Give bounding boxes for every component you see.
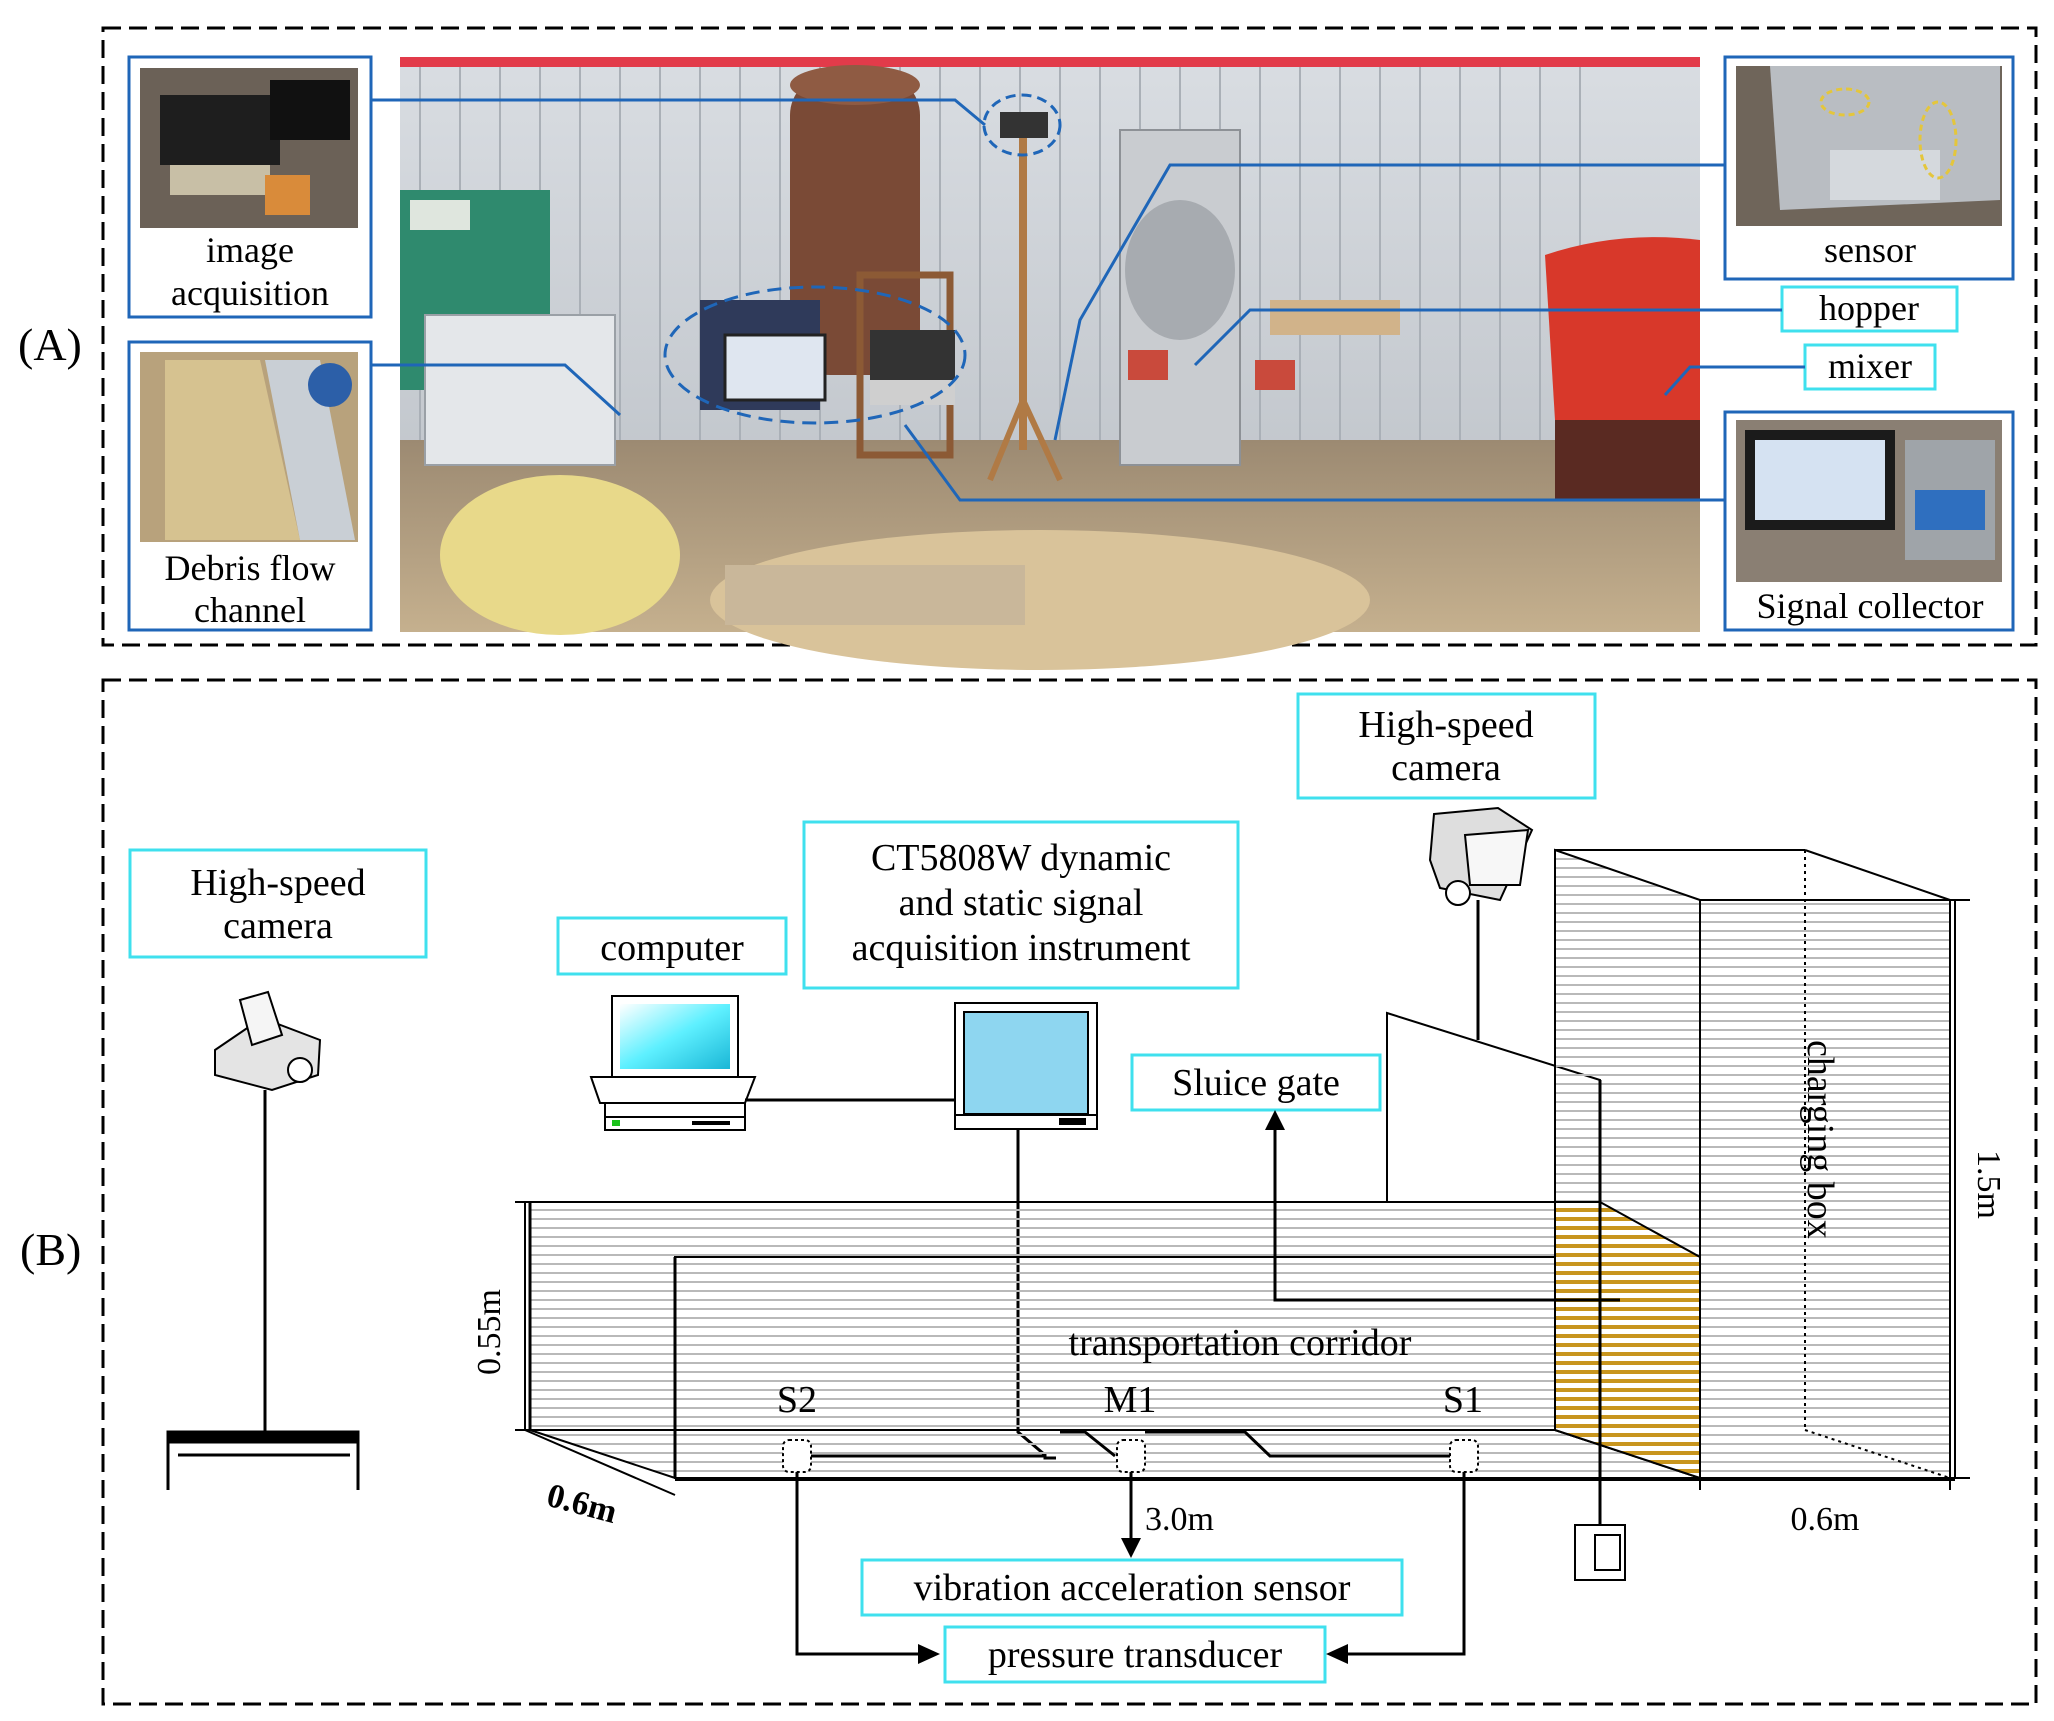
label-hs-camera-left-1: High-speed	[190, 862, 365, 904]
label-hopper: hopper	[1819, 288, 1919, 328]
sensor-m1-icon	[1116, 1439, 1146, 1473]
camera-highlight	[982, 93, 1062, 157]
signal-highlight	[663, 285, 967, 425]
label-sensor: sensor	[1824, 230, 1916, 270]
sensor-photo	[1736, 66, 2002, 226]
label-sluice-gate: Sluice gate	[1172, 1062, 1340, 1104]
computer-base-icon	[589, 1076, 757, 1104]
label-pressure-transducer: pressure transducer	[988, 1634, 1283, 1676]
label-image-acquisition-2: acquisition	[171, 273, 329, 313]
label-box-pressure-transducer	[943, 1625, 1327, 1684]
label-mixer: mixer	[1828, 346, 1912, 386]
label-width-channel: 0.6m	[543, 1477, 621, 1531]
label-width-box: 0.6m	[1791, 1501, 1860, 1538]
pressure-arrowhead-left	[918, 1644, 940, 1664]
sensor-wire-m1	[1060, 1430, 1116, 1458]
m1-arrowhead	[1121, 1538, 1141, 1558]
collector-photo	[1736, 420, 2002, 582]
label-image-acquisition-1: image	[206, 230, 294, 270]
charging-box-hidden-base	[1804, 1429, 1951, 1479]
label-s2: S2	[777, 1379, 817, 1421]
photo-leader-lines	[371, 98, 1805, 502]
charging-box-front	[1699, 899, 1951, 1479]
sluice-arrow-line	[1273, 1120, 1620, 1302]
gate-debris-fill	[1554, 1201, 1701, 1480]
label-box-instrument	[802, 820, 1240, 990]
dimension-lines	[515, 899, 1970, 1496]
label-box-sluice-gate	[1130, 1053, 1382, 1112]
label-hs-camera-left-2: camera	[223, 905, 333, 947]
label-length-channel: 3.0m	[1145, 1501, 1214, 1538]
pressure-arrowhead-right	[1326, 1644, 1348, 1664]
sensor-s1-icon	[1449, 1439, 1479, 1473]
computer-screen-icon	[620, 1004, 730, 1069]
sensor-s2-icon	[782, 1439, 812, 1473]
label-m1: M1	[1104, 1379, 1157, 1421]
camera-right-icon	[1428, 806, 1534, 1040]
channel-photo	[140, 352, 358, 542]
label-height-channel: 0.55m	[471, 1289, 508, 1375]
label-computer: computer	[600, 927, 744, 969]
label-debris-2: channel	[194, 590, 306, 630]
label-instrument-1: CT5808W dynamic	[871, 837, 1171, 879]
label-box-hs-camera-right	[1296, 692, 1597, 800]
sluice-arrowhead	[1265, 1110, 1285, 1130]
panel-b-tag: (B)	[20, 1224, 81, 1275]
corridor-floor	[529, 1429, 1701, 1479]
label-box-computer	[556, 916, 788, 976]
label-instrument-2: and static signal	[899, 882, 1144, 924]
tripod-base-left-icon	[166, 1430, 360, 1490]
corridor-back-wall	[529, 1201, 1556, 1431]
label-vibration-sensor: vibration acceleration sensor	[914, 1567, 1351, 1609]
lab-photo	[400, 57, 1700, 670]
pressure-wire-s1	[1345, 1472, 1466, 1656]
label-signal-collector: Signal collector	[1757, 586, 1984, 626]
camera-photo	[140, 68, 358, 228]
label-s1: S1	[1443, 1379, 1483, 1421]
charging-box-top-right	[1804, 849, 1951, 901]
label-box-mixer	[1803, 343, 1937, 391]
instrument-monitor-icon	[954, 1002, 1098, 1130]
panel-b-frame	[101, 678, 2038, 1706]
pressure-wire-s2	[795, 1472, 920, 1656]
label-hs-camera-right-1: High-speed	[1358, 704, 1533, 746]
label-corridor: transportation corridor	[1069, 1322, 1412, 1364]
label-charging-box: charging box	[1799, 1040, 1841, 1239]
label-debris-1: Debris flow	[165, 548, 336, 588]
winch-drum-icon	[1594, 1534, 1621, 1571]
panel-a-tag: (A)	[18, 319, 82, 370]
sensor-wire-s1	[1145, 1430, 1450, 1458]
label-box-hs-camera-left	[128, 848, 428, 959]
label-hs-camera-right-2: camera	[1391, 747, 1501, 789]
label-instrument-3: acquisition instrument	[852, 927, 1191, 969]
label-height-box: 1.5m	[1970, 1150, 2007, 1219]
camera-left-icon	[214, 990, 322, 1440]
label-box-vibration-sensor	[860, 1558, 1404, 1617]
label-box-hopper	[1780, 285, 1959, 333]
